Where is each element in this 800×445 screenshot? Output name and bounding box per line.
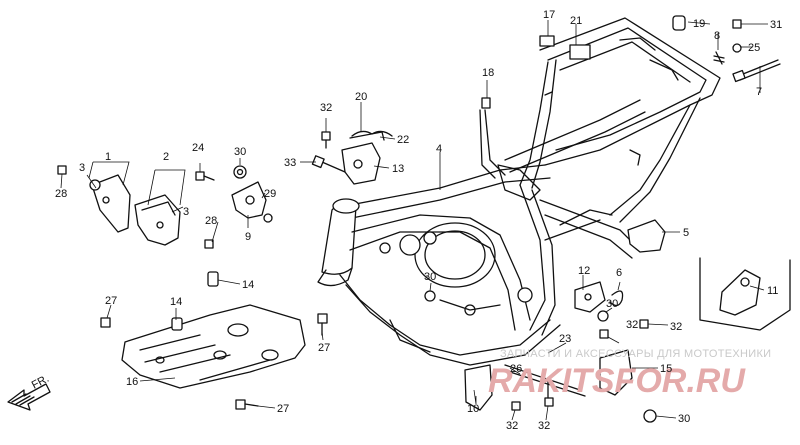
clip-20-22 bbox=[352, 131, 392, 136]
part-label-32: 32 bbox=[626, 319, 638, 331]
bracket-13 bbox=[342, 132, 384, 184]
part-label-8: 8 bbox=[714, 30, 720, 42]
part-label-26: 26 bbox=[510, 363, 522, 375]
part-label-15: 15 bbox=[660, 363, 672, 375]
skid-plate bbox=[122, 272, 305, 388]
part-label-21: 21 bbox=[570, 15, 582, 27]
part-label-14: 14 bbox=[242, 279, 254, 291]
part-label-27: 27 bbox=[277, 403, 289, 415]
part-label-13: 13 bbox=[392, 163, 404, 175]
front-direction-arrow bbox=[8, 384, 50, 410]
watermark-logo: RAKITSFOR.RU bbox=[488, 362, 746, 400]
part-label-4: 4 bbox=[436, 143, 442, 155]
part-label-12: 12 bbox=[578, 265, 590, 277]
part-label-32: 32 bbox=[538, 420, 550, 432]
part-label-30: 30 bbox=[234, 146, 246, 158]
part-label-1: 1 bbox=[105, 151, 111, 163]
side-bracket-right bbox=[135, 195, 180, 245]
watermark: RAKITSFOR.RU ЗАПЧАСТИ И АКСЕССУАРЫ ДЛЯ М… bbox=[488, 348, 771, 400]
part-label-23: 23 bbox=[559, 333, 571, 345]
part-label-31: 31 bbox=[770, 19, 782, 31]
part-label-32: 32 bbox=[506, 420, 518, 432]
part-label-2: 2 bbox=[163, 151, 169, 163]
part-label-19: 19 bbox=[693, 18, 705, 30]
part-label-28: 28 bbox=[55, 188, 67, 200]
part-label-5: 5 bbox=[683, 227, 689, 239]
bracket-9 bbox=[232, 166, 266, 218]
part-label-10: 10 bbox=[467, 403, 479, 415]
part-label-7: 7 bbox=[756, 86, 762, 98]
part-label-3: 3 bbox=[183, 206, 189, 218]
part-label-30: 30 bbox=[424, 271, 436, 283]
part-label-20: 20 bbox=[355, 91, 367, 103]
part-label-32: 32 bbox=[670, 321, 682, 333]
part-label-25: 25 bbox=[748, 42, 760, 54]
part-label-27: 27 bbox=[105, 295, 117, 307]
part-label-3: 3 bbox=[79, 162, 85, 174]
part-label-6: 6 bbox=[616, 267, 622, 279]
bracket-5 bbox=[628, 220, 665, 252]
part-label-32: 32 bbox=[320, 102, 332, 114]
part-label-30: 30 bbox=[606, 298, 618, 310]
watermark-text: ЗАПЧАСТИ И АКСЕССУАРЫ ДЛЯ МОТОТЕХНИКИ bbox=[500, 348, 771, 360]
part-label-17: 17 bbox=[543, 9, 555, 21]
part-label-28: 28 bbox=[205, 215, 217, 227]
part-label-30: 30 bbox=[678, 413, 690, 425]
part-label-18: 18 bbox=[482, 67, 494, 79]
part-label-22: 22 bbox=[397, 134, 409, 146]
part-label-9: 9 bbox=[245, 231, 251, 243]
part-label-29: 29 bbox=[264, 188, 276, 200]
part-label-11: 11 bbox=[767, 285, 778, 297]
main-frame bbox=[318, 18, 720, 365]
part-label-14: 14 bbox=[170, 296, 182, 308]
part-label-33: 33 bbox=[284, 157, 296, 169]
bracket-12 bbox=[575, 282, 605, 312]
part-label-27: 27 bbox=[318, 342, 330, 354]
side-bracket-left bbox=[90, 175, 130, 232]
part-label-24: 24 bbox=[192, 142, 204, 154]
part-label-16: 16 bbox=[126, 376, 138, 388]
